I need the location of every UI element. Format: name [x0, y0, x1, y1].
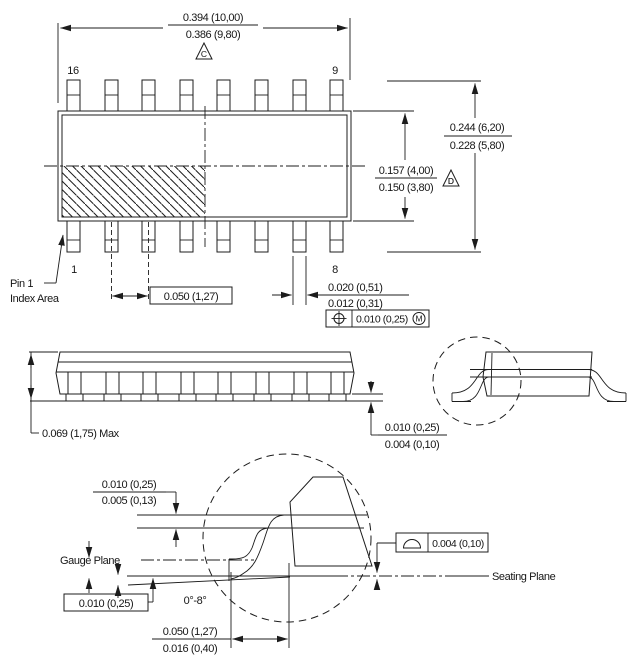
- seating-flatness-value: 0.004 (0,10): [432, 538, 484, 550]
- overall-width-min: 0.228 (5,80): [450, 140, 505, 152]
- standoff-min: 0.004 (0,10): [385, 439, 440, 451]
- lead-thickness-min: 0.005 (0,13): [102, 495, 157, 507]
- end-left-lead: [451, 369, 490, 402]
- pin-9-label: 9: [332, 65, 338, 77]
- foot-length-max: 0.050 (1,27): [163, 626, 218, 638]
- end-view: [432, 336, 627, 426]
- pin1-note-line2: Index Area: [10, 293, 60, 305]
- detail-body: [289, 476, 373, 567]
- pin-8-label: 8: [332, 264, 338, 276]
- pin-1-label: 1: [71, 264, 77, 276]
- foot-length-min: 0.016 (0,40): [163, 643, 218, 655]
- true-position-value: 0.010 (0,25): [356, 314, 408, 326]
- flag-d-letter2: D: [448, 176, 454, 186]
- true-position-frame: 0.010 (0,25) M: [325, 309, 430, 328]
- surface-profile-symbol-icon: [402, 539, 422, 549]
- lead-thickness-max: 0.010 (0,25): [102, 479, 157, 491]
- lead-width-min: 0.012 (0,31): [328, 298, 383, 310]
- gauge-seating-basic-box: [63, 593, 149, 612]
- mmc-letter: M: [415, 314, 422, 324]
- overall-width-max: 0.244 (6,20): [450, 122, 505, 134]
- gauge-to-seating-value: 0.010 (0,25): [79, 598, 134, 610]
- revision-flag-c: C: [195, 41, 213, 60]
- body-width-min: 0.150 (3,80): [379, 182, 434, 194]
- pin1-index-hatch: [62, 166, 205, 217]
- detail-lead: [127, 514, 291, 586]
- overall-length-dimension: 0.394 (10,00) 0.386 (9,80) C: [57, 12, 351, 103]
- height-value: 0.069 (1,75) Max: [42, 428, 120, 440]
- lead-angle-value: 0°-8°: [184, 595, 207, 607]
- standoff-max: 0.010 (0,25): [385, 422, 440, 434]
- seating-plane: Seating Plane: [127, 571, 556, 583]
- body-width-max: 0.157 (4,00): [379, 165, 434, 177]
- lead-width-max: 0.020 (0,51): [328, 282, 383, 294]
- top-view: 16 9 1 8 0.394 (10,00) 0.386 (9,80) C 0.…: [10, 12, 512, 328]
- flag-d-letter: D: [448, 176, 454, 186]
- top-pins: [66, 79, 344, 112]
- body-width-dimension: 0.157 (4,00) 0.150 (3,80) D D: [353, 110, 460, 222]
- lead-angle-dimension: 0°-8°: [114, 563, 207, 607]
- seating-flatness-frame: 0.004 (0,10): [373, 532, 489, 591]
- overall-length-min: 0.386 (9,80): [186, 29, 241, 41]
- pitch-value: 0.050 (1,27): [164, 291, 219, 303]
- gauge-plane: Gauge Plane: [60, 541, 254, 593]
- gauge-to-seating-dimension: 0.010 (0,25): [63, 578, 157, 612]
- pitch-dimension: 0.050 (1,27): [111, 222, 233, 305]
- pin1-note-line1: Pin 1: [10, 278, 33, 290]
- revision-flag-d: D D: [442, 168, 460, 187]
- seating-plane-label: Seating Plane: [492, 571, 556, 583]
- overall-width-dimension: 0.244 (6,20) 0.228 (5,80): [387, 80, 512, 253]
- position-symbol-icon: [331, 311, 347, 326]
- height-dimension: 0.069 (1,75) Max: [27, 351, 120, 440]
- side-leads: [65, 371, 347, 402]
- detail-circle: [202, 453, 372, 623]
- bottom-pins: [66, 220, 344, 253]
- pin1-index-note: Pin 1 Index Area: [10, 234, 65, 305]
- pitch-basic-box: [149, 286, 233, 305]
- detail-callout-circle: [432, 336, 522, 426]
- side-view: 0.069 (1,75) Max 0.010 (0,25) 0.004 (0,1…: [27, 351, 447, 451]
- pin1-leader-arrow: [55, 234, 65, 284]
- lead-detail-view: 0.010 (0,25) 0.005 (0,13) Gauge Plane Se…: [60, 453, 556, 655]
- lead-thickness-dimension: 0.010 (0,25) 0.005 (0,13): [93, 479, 180, 547]
- foot-angle-line: [127, 576, 291, 586]
- foot-length-dimension: 0.050 (1,27) 0.016 (0,40): [152, 563, 290, 655]
- pin-16-label: 16: [67, 65, 79, 77]
- overall-length-max: 0.394 (10,00): [183, 12, 243, 24]
- mmc-modifier-icon: M: [412, 312, 426, 325]
- gauge-plane-label: Gauge Plane: [60, 555, 120, 567]
- end-right-lead: [587, 369, 627, 402]
- side-body: [55, 351, 355, 395]
- flag-c-letter: C: [201, 49, 207, 59]
- end-body: [482, 351, 593, 397]
- standoff-dimension: 0.010 (0,25) 0.004 (0,10): [352, 381, 447, 451]
- lead-width-dimension: 0.020 (0,51) 0.012 (0,31) 0.010 (0,25) M: [272, 256, 430, 328]
